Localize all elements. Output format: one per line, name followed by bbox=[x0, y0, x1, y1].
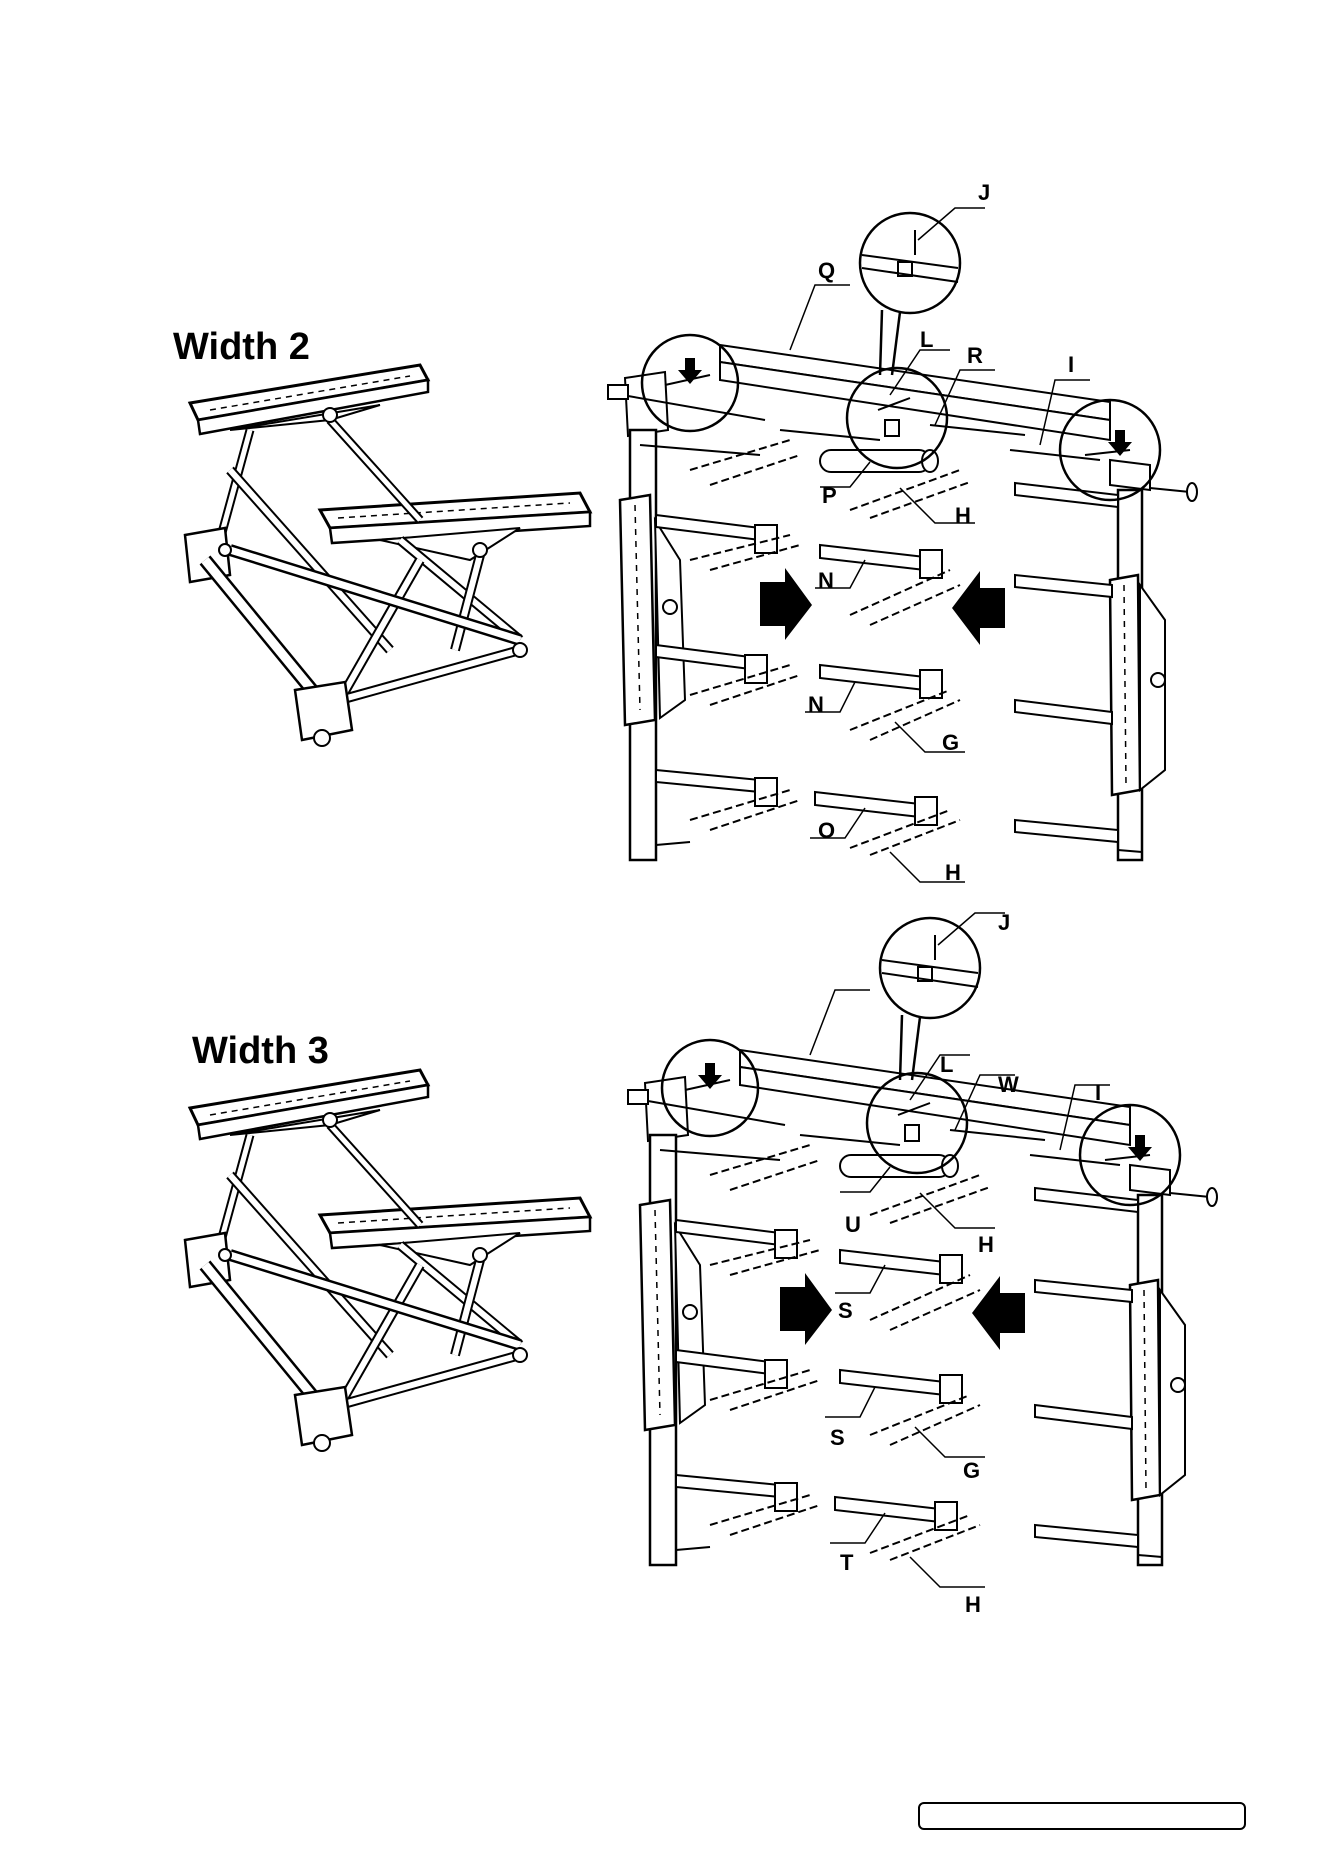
exploded-frame-width-3 bbox=[628, 913, 1217, 1587]
lift-illustration-width-3 bbox=[185, 1070, 590, 1451]
label-l-width-3: L bbox=[940, 1052, 953, 1077]
label-n1-width-2: N bbox=[818, 568, 834, 593]
label-j-width-2: J bbox=[978, 180, 990, 205]
label-s2-width-3: S bbox=[830, 1425, 845, 1450]
exploded-frame-width-2 bbox=[608, 208, 1197, 882]
footer-box bbox=[918, 1802, 1246, 1830]
label-o-width-2: O bbox=[818, 818, 835, 843]
label-l-width-2: L bbox=[920, 327, 933, 352]
lift-illustration-width-2 bbox=[185, 365, 590, 746]
label-h1-width-3: H bbox=[978, 1232, 994, 1257]
label-p-width-2: P bbox=[822, 483, 837, 508]
label-h1-width-2: H bbox=[955, 503, 971, 528]
label-s1-width-3: S bbox=[838, 1298, 853, 1323]
label-u-width-3: U bbox=[845, 1212, 861, 1237]
label-i-width-2: I bbox=[1068, 352, 1074, 377]
label-w-width-3: W bbox=[998, 1072, 1019, 1097]
label-i-width-3: I bbox=[1095, 1080, 1101, 1105]
label-h2-width-2: H bbox=[945, 860, 961, 885]
label-h2-width-3: H bbox=[965, 1592, 981, 1617]
label-r-width-2: R bbox=[967, 343, 983, 368]
label-j-width-3: J bbox=[998, 910, 1010, 935]
label-t-width-3: T bbox=[840, 1550, 854, 1575]
label-g-width-2: G bbox=[942, 730, 959, 755]
label-g-width-3: G bbox=[963, 1458, 980, 1483]
label-n2-width-2: N bbox=[808, 692, 824, 717]
label-q-width-2: Q bbox=[818, 258, 835, 283]
